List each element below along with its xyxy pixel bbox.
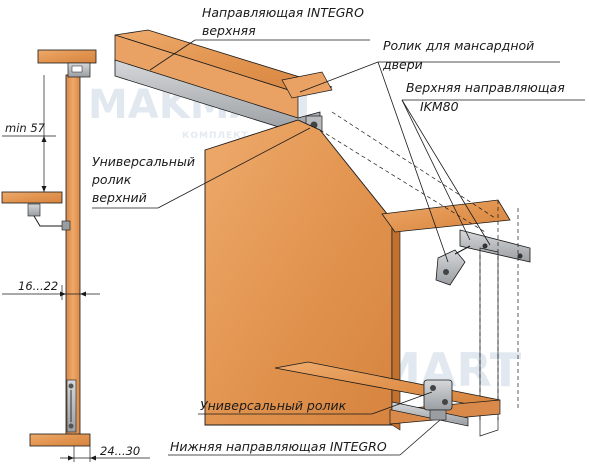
perspective-view bbox=[114, 29, 531, 437]
dim-bottom: 24...30 bbox=[100, 444, 140, 458]
shelf-section bbox=[1, 191, 63, 204]
label-top-guide-line1: Направляющая INTEGRO bbox=[202, 5, 364, 20]
label-universal-upper-line1: Универсальный bbox=[92, 154, 195, 169]
dimension-lines bbox=[2, 75, 150, 462]
label-upper-guide-line1: Верхняя направляющая bbox=[406, 80, 565, 95]
ceiling-panel bbox=[37, 49, 97, 64]
ceiling-board bbox=[381, 199, 511, 233]
label-bottom-guide: Нижняя направляющая INTEGRO bbox=[170, 439, 387, 454]
ikm80-rail bbox=[459, 229, 531, 263]
leader-lines bbox=[92, 39, 585, 456]
dim-thickness: 16...22 bbox=[18, 279, 58, 293]
label-top-guide-line2: верхняя bbox=[202, 23, 256, 38]
label-upper-guide-line2: IKM80 bbox=[420, 99, 459, 114]
label-attic-roller-line1: Ролик для мансардной bbox=[383, 38, 534, 53]
label-universal-roller: Универсальный ролик bbox=[200, 398, 347, 413]
attic-roller-bracket bbox=[435, 249, 466, 286]
section-view bbox=[1, 49, 97, 447]
shelf-roller-section bbox=[27, 203, 41, 217]
dim-min-gap: min 57 bbox=[5, 121, 46, 135]
label-attic-roller-line2: двери bbox=[382, 57, 423, 72]
label-universal-upper-line2: ролик bbox=[91, 172, 132, 187]
floor-panel-section bbox=[29, 433, 91, 447]
watermark-sub: КОМПЛЕКТ bbox=[182, 131, 249, 141]
universal-roller bbox=[423, 379, 453, 421]
label-universal-upper-line3: верхний bbox=[92, 190, 147, 205]
